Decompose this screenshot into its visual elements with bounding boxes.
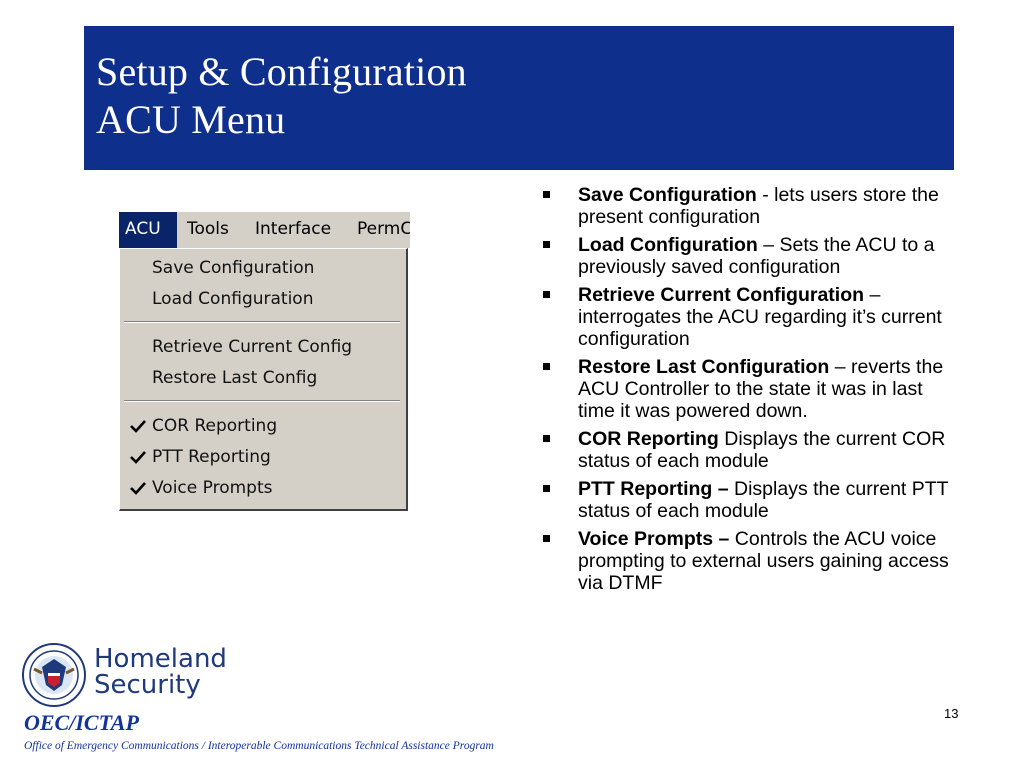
menu-separator: [124, 400, 400, 402]
list-item: Restore Last Configuration – reverts the…: [540, 356, 960, 422]
bullet-term: Voice Prompts –: [578, 528, 730, 550]
bullet-text: - lets users store the present configura…: [578, 184, 939, 228]
menu-item-label: Restore Last Config: [152, 368, 318, 388]
bullet-term: Restore Last Configuration: [578, 356, 830, 378]
menu-separator: [124, 321, 400, 323]
menu-item-ptt-reporting[interactable]: PTT Reporting: [120, 442, 405, 472]
feature-bullet-list: Save Configuration - lets users store th…: [540, 184, 960, 600]
bullet-text: – interrogates the ACU regarding it’s cu…: [578, 284, 942, 350]
bullet-text: Displays the current COR status of each …: [578, 428, 946, 472]
bullet-square-icon: [543, 435, 550, 442]
bullet-term: COR Reporting: [578, 428, 719, 450]
bullet-square-icon: [543, 485, 550, 492]
bullet-square-icon: [543, 241, 550, 248]
dhs-seal-icon: [22, 643, 86, 707]
bullet-text: Controls the ACU voice prompting to exte…: [578, 528, 949, 594]
bullet-text: – Sets the ACU to a previously saved con…: [578, 234, 935, 278]
bullet-square-icon: [543, 291, 550, 298]
bullet-square-icon: [543, 535, 550, 542]
menu-item-label: PTT Reporting: [152, 447, 271, 467]
menubar: ACU Tools Interface PermC: [119, 212, 410, 248]
brand-line-2: Security: [94, 670, 201, 700]
checkmark-icon: [130, 451, 146, 464]
bullet-term: Save Configuration: [578, 184, 757, 206]
acu-dropdown-menu: Save Configuration Load Configuration Re…: [119, 248, 408, 511]
checkmark-icon: [130, 482, 146, 495]
list-item: PTT Reporting – Displays the current PTT…: [540, 478, 960, 522]
program-short-name: OEC/ICTAP: [24, 710, 139, 735]
menu-item-load-configuration[interactable]: Load Configuration: [120, 284, 405, 314]
list-item: COR Reporting Displays the current COR s…: [540, 428, 960, 472]
program-full-name: Office of Emergency Communications / Int…: [24, 740, 494, 752]
bullet-term: Load Configuration: [578, 234, 758, 256]
menubar-interface[interactable]: Interface: [255, 219, 332, 239]
menubar-acu[interactable]: ACU: [119, 212, 177, 248]
menu-item-label: Load Configuration: [152, 289, 314, 309]
title-banner: Setup & Configuration ACU Menu: [84, 26, 954, 170]
acu-menu-screenshot: ACU Tools Interface PermC Save Configura…: [119, 212, 410, 511]
menu-item-cor-reporting[interactable]: COR Reporting: [120, 411, 405, 441]
slide-title-line-2: ACU Menu: [96, 97, 286, 142]
bullet-text: – reverts the ACU Controller to the stat…: [578, 356, 944, 422]
list-item: Save Configuration - lets users store th…: [540, 184, 960, 228]
bullet-term: Retrieve Current Configuration: [578, 284, 865, 306]
menu-item-voice-prompts[interactable]: Voice Prompts: [120, 473, 405, 503]
bullet-text: Displays the current PTT status of each …: [578, 478, 949, 522]
menu-item-label: Retrieve Current Config: [152, 337, 353, 357]
list-item: Voice Prompts – Controls the ACU voice p…: [540, 528, 960, 594]
list-item: Retrieve Current Configuration – interro…: [540, 284, 960, 350]
menu-item-restore-last-config[interactable]: Restore Last Config: [120, 363, 405, 393]
menu-item-label: Voice Prompts: [152, 478, 273, 498]
homeland-security-wordmark: Homeland Security: [94, 646, 227, 698]
page-number: 13: [944, 706, 959, 721]
menu-item-label: Save Configuration: [152, 258, 315, 278]
menubar-tools[interactable]: Tools: [187, 219, 229, 239]
bullet-square-icon: [543, 363, 550, 370]
list-item: Load Configuration – Sets the ACU to a p…: [540, 234, 960, 278]
menu-item-retrieve-current-config[interactable]: Retrieve Current Config: [120, 332, 405, 362]
brand-line-1: Homeland: [94, 644, 227, 674]
checkmark-icon: [130, 420, 146, 433]
menu-item-label: COR Reporting: [152, 416, 278, 436]
slide-title-line-1: Setup & Configuration: [96, 49, 467, 94]
bullet-square-icon: [543, 191, 550, 198]
bullet-term: PTT Reporting –: [578, 478, 729, 500]
menu-item-save-configuration[interactable]: Save Configuration: [120, 253, 405, 283]
menubar-permc[interactable]: PermC: [357, 219, 410, 239]
